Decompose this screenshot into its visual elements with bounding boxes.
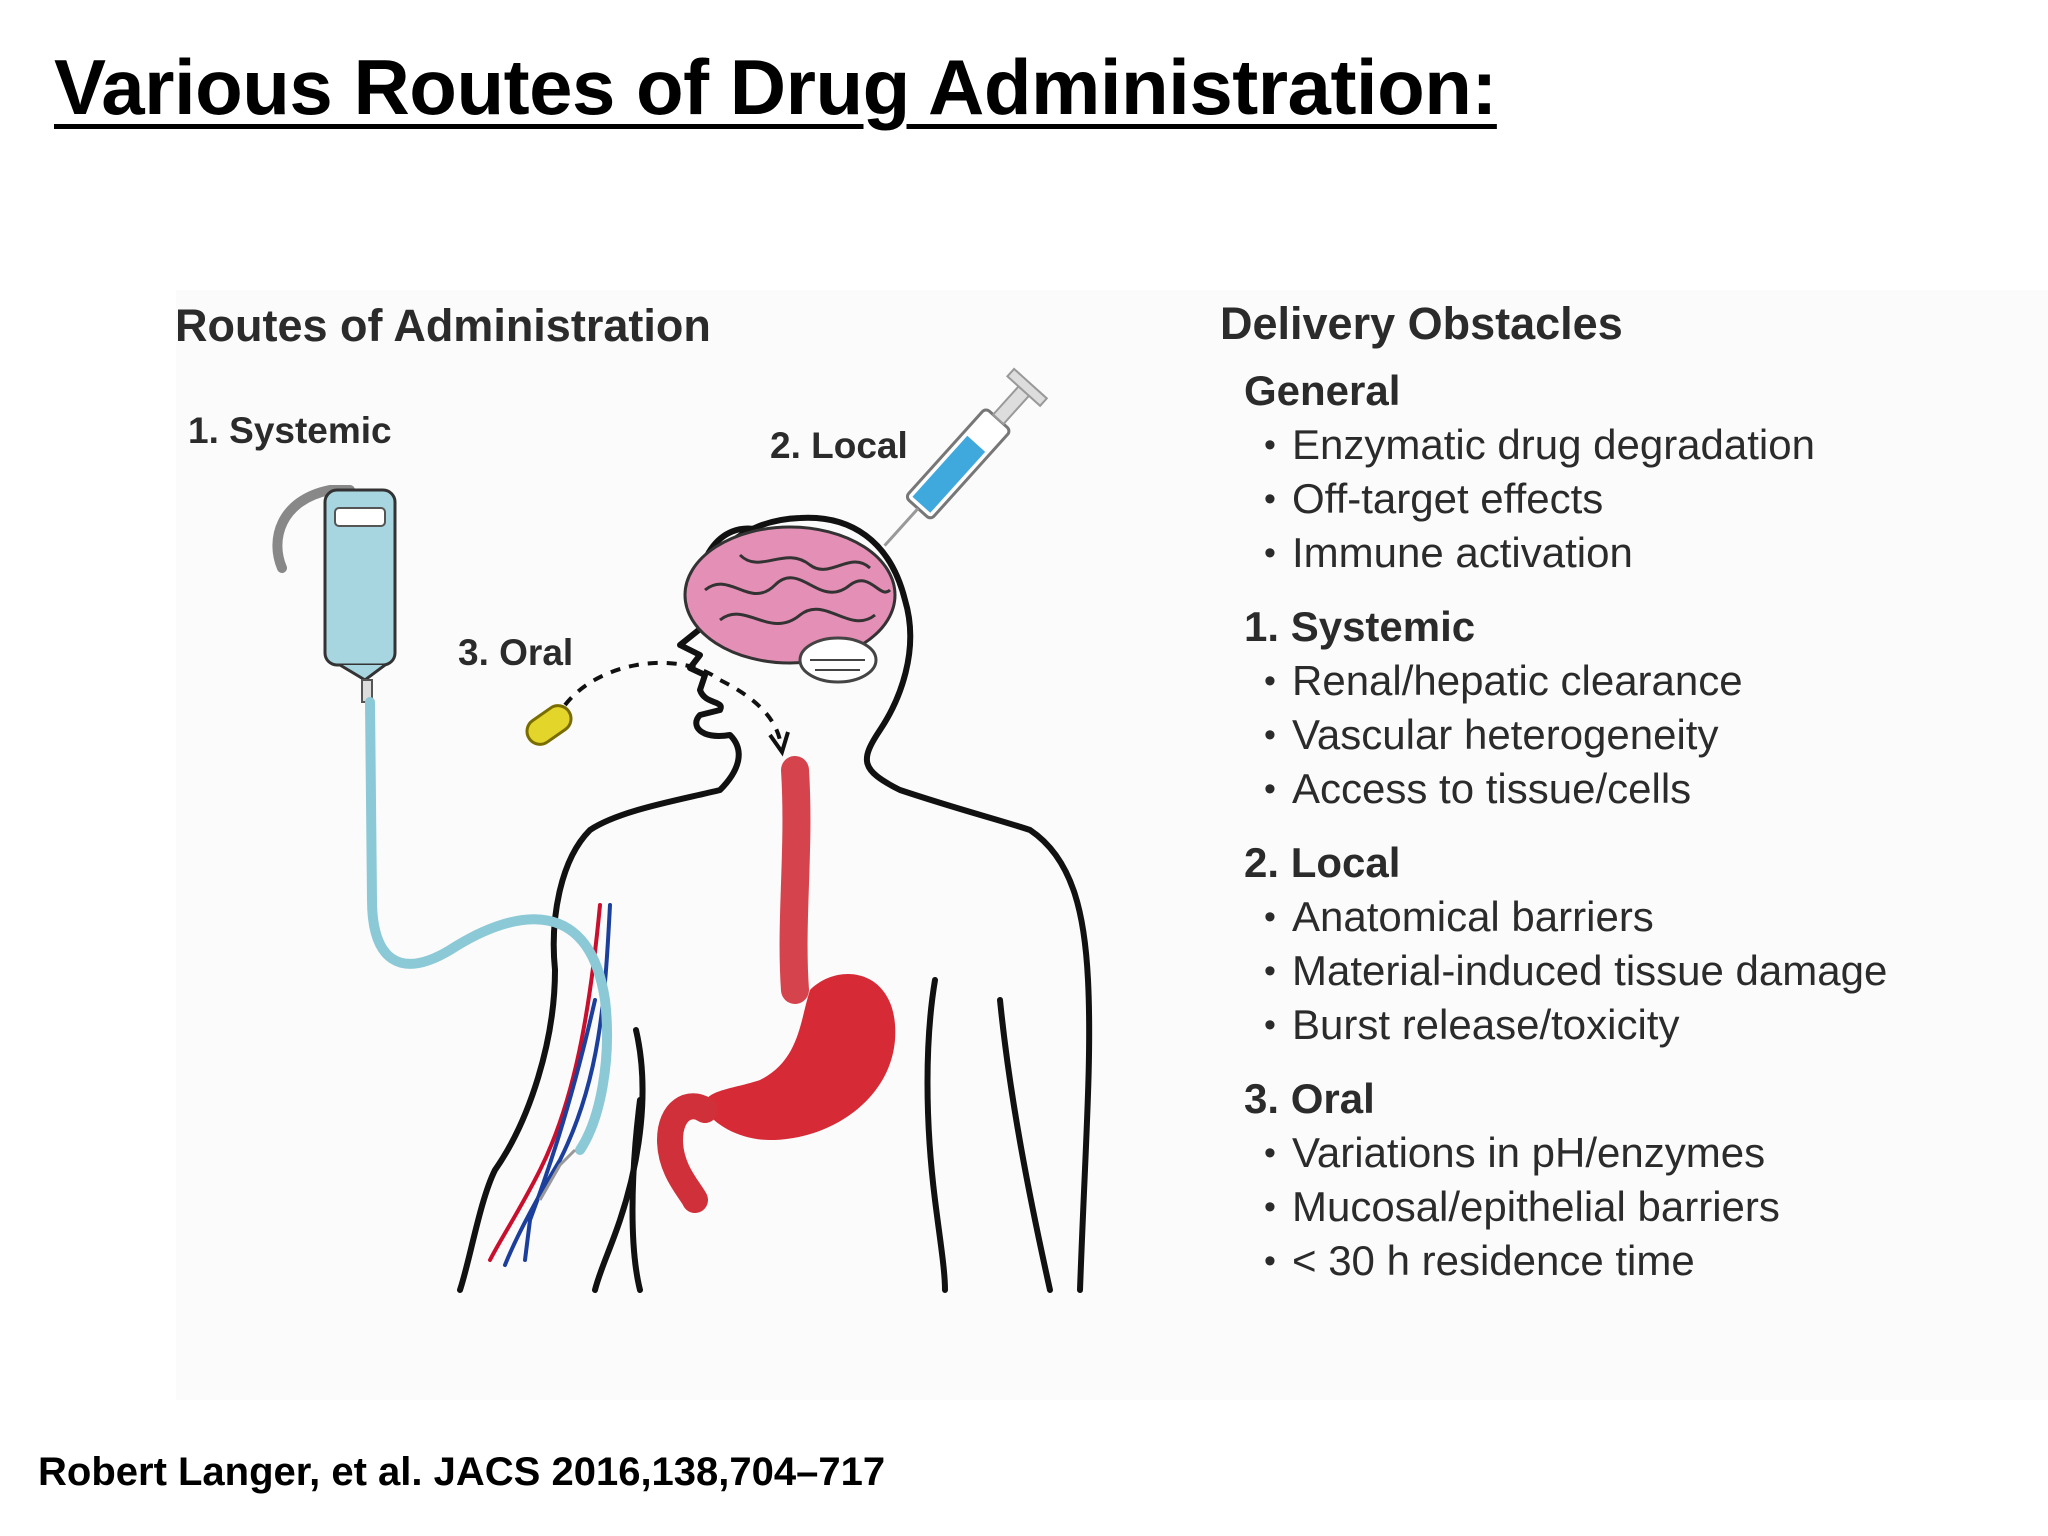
obstacle-group-local: 2. Local Anatomical barriers Material-in… (1244, 836, 1887, 1052)
obstacle-item: Variations in pH/enzymes (1264, 1126, 1887, 1180)
obstacle-item: Vascular heterogeneity (1264, 708, 1887, 762)
iv-needle (538, 1148, 577, 1201)
syringe-illustration (883, 367, 1049, 547)
iv-tube (365, 697, 612, 1155)
route-label-systemic: 1. Systemic (188, 410, 392, 451)
obstacle-item: Material-induced tissue damage (1264, 944, 1887, 998)
obstacle-group-title: 3. Oral (1244, 1075, 1375, 1122)
citation: Robert Langer, et al. JACS 2016,138,704–… (38, 1450, 886, 1494)
brain-illustration (683, 525, 897, 684)
obstacle-item: Renal/hepatic clearance (1264, 654, 1887, 708)
obstacle-item: Off-target effects (1264, 472, 1887, 526)
obstacle-item: Burst release/toxicity (1264, 998, 1887, 1052)
obstacle-group-title: 2. Local (1244, 839, 1401, 886)
obstacle-group-title: General (1244, 367, 1401, 414)
obstacle-group-general: General Enzymatic drug degradation Off-t… (1244, 364, 1887, 580)
delivery-obstacles-panel: Delivery Obstacles General Enzymatic dru… (1220, 298, 1887, 1308)
obstacle-item: Anatomical barriers (1264, 890, 1887, 944)
pill-icon (525, 704, 573, 746)
obstacle-group-systemic: 1. Systemic Renal/hepatic clearance Vasc… (1244, 600, 1887, 816)
arm-blood-vessels (488, 903, 612, 1267)
obstacle-item: Mucosal/epithelial barriers (1264, 1180, 1887, 1234)
obstacle-item: Access to tissue/cells (1264, 762, 1887, 816)
obstacle-group-oral: 3. Oral Variations in pH/enzymes Mucosal… (1244, 1072, 1887, 1288)
obstacle-group-title: 1. Systemic (1244, 603, 1476, 650)
obstacle-item: Immune activation (1264, 526, 1887, 580)
routes-heading: Routes of Administration (175, 300, 711, 351)
route-label-oral: 3. Oral (458, 632, 574, 673)
obstacle-item: < 30 h residence time (1264, 1234, 1887, 1288)
route-label-local: 2. Local (770, 425, 908, 466)
digestive-tract (656, 756, 896, 1213)
slide-title: Various Routes of Drug Administration: (54, 43, 1497, 131)
obstacles-heading: Delivery Obstacles (1220, 298, 1623, 349)
arrowhead-icon (768, 731, 790, 757)
oral-route-arrow (563, 660, 782, 741)
obstacle-item: Enzymatic drug degradation (1264, 418, 1887, 472)
iv-bag-illustration (272, 485, 397, 703)
